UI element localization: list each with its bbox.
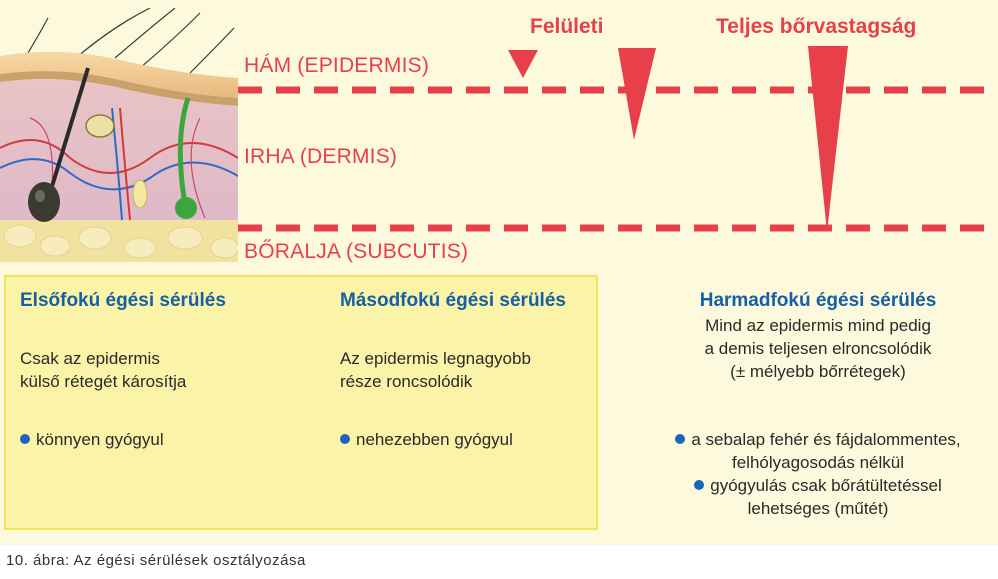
first-degree-bullet-text: könnyen gyógyul bbox=[36, 430, 164, 449]
first-degree-desc-line: külső rétegét károsítja bbox=[20, 372, 187, 391]
third-degree-bullet: gyógyulás csak bőrátültetéssel bbox=[640, 474, 996, 497]
second-degree-bullet: nehezebben gyógyul bbox=[340, 428, 513, 451]
bullet-dot-icon bbox=[675, 434, 686, 444]
first-degree-bullet: könnyen gyógyul bbox=[20, 428, 164, 451]
third-degree-bullets: a sebalap fehér és fájdalommentes, felhó… bbox=[640, 428, 996, 520]
first-degree-desc-line: Csak az epidermis bbox=[20, 349, 160, 368]
layer-label-epidermis: HÁM (EPIDERMIS) bbox=[244, 54, 430, 77]
second-degree-desc-line: része roncsolódik bbox=[340, 372, 473, 391]
skin-cross-section-illustration bbox=[0, 8, 238, 262]
first-degree-description: Csak az epidermis külső rétegét károsítj… bbox=[20, 347, 186, 393]
first-degree-depth-arrow bbox=[508, 50, 538, 78]
third-degree-bullet-text: gyógyulás csak bőrátültetéssel bbox=[710, 476, 942, 495]
first-degree-title: Elsőfokú égési sérülés bbox=[20, 290, 226, 311]
third-degree-bullet-text: lehetséges (műtét) bbox=[747, 499, 889, 518]
layer-label-dermis: IRHA (DERMIS) bbox=[244, 145, 398, 168]
depth-label-superficial: Felületi bbox=[530, 15, 604, 38]
second-degree-desc-line: Az epidermis legnagyobb bbox=[340, 349, 531, 368]
third-degree-desc-line: Mind az epidermis mind pedig bbox=[705, 316, 931, 335]
third-degree-depth-arrow bbox=[808, 46, 848, 232]
second-degree-bullet-text: nehezebben gyógyul bbox=[356, 430, 513, 449]
first-second-degree-box bbox=[4, 275, 598, 530]
second-degree-depth-arrow bbox=[618, 48, 656, 140]
third-degree-title: Harmadfokú égési sérülés bbox=[699, 290, 937, 311]
second-degree-description: Az epidermis legnagyobb része roncsolódi… bbox=[340, 347, 531, 393]
layer-boundary-lines bbox=[238, 46, 992, 232]
depth-label-full-thickness: Teljes bőrvastagság bbox=[716, 15, 917, 38]
third-degree-desc-line: a demis teljesen elroncsolódik bbox=[704, 339, 932, 358]
third-degree-description: Mind az epidermis mind pedig a demis tel… bbox=[640, 314, 996, 383]
bullet-dot-icon bbox=[340, 434, 350, 444]
bullet-dot-icon bbox=[20, 434, 30, 444]
bullet-dot-icon bbox=[694, 480, 705, 490]
layer-label-subcutis: BŐRALJA (SUBCUTIS) bbox=[244, 240, 469, 263]
third-degree-bullet-text: felhólyagosodás nélkül bbox=[731, 453, 904, 472]
third-degree-bullet-text: a sebalap fehér és fájdalommentes, bbox=[691, 430, 961, 449]
third-degree-desc-line: (± mélyebb bőrrétegek) bbox=[730, 362, 906, 381]
second-degree-title: Másodfokú égési sérülés bbox=[340, 290, 566, 311]
third-degree-bullet: a sebalap fehér és fájdalommentes, bbox=[640, 428, 996, 451]
figure-caption: 10. ábra: Az égési sérülések osztályozás… bbox=[6, 552, 306, 569]
